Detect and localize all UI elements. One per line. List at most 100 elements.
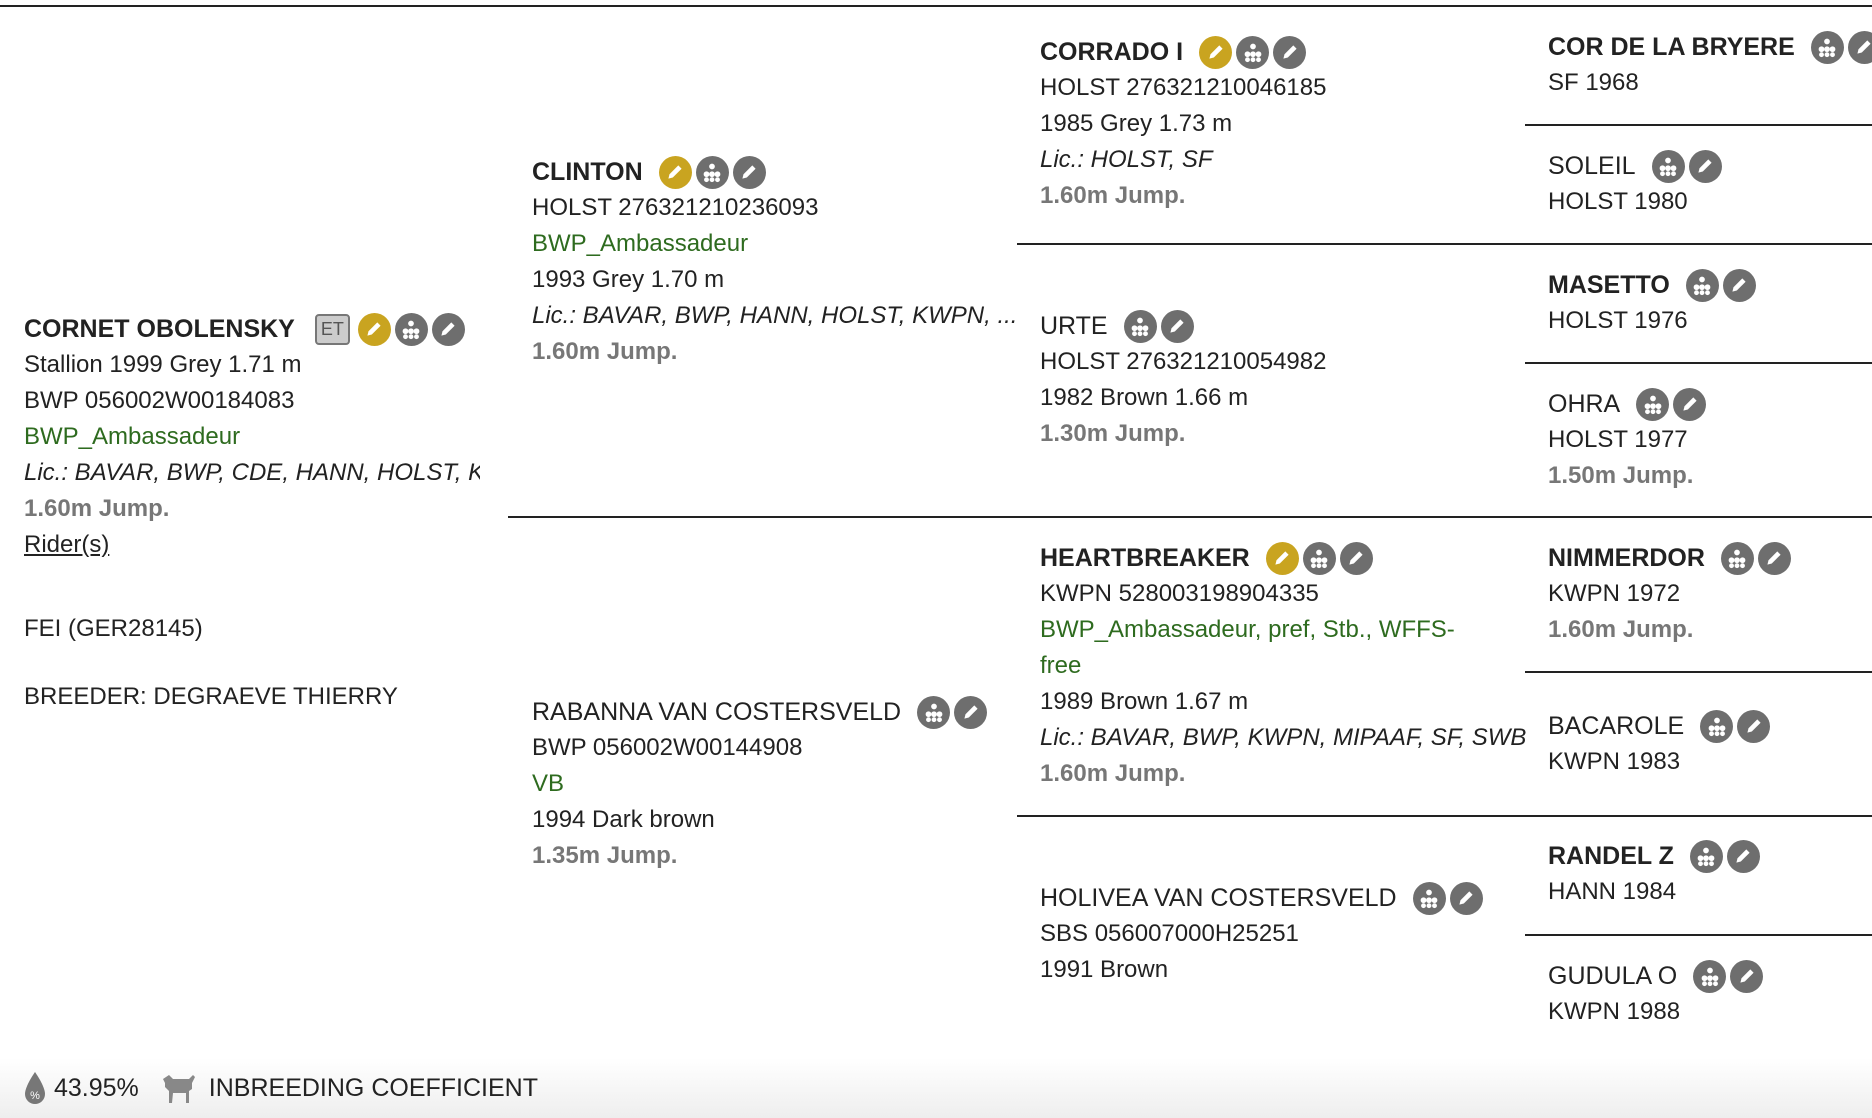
dd-name[interactable]: HOLIVEA VAN COSTERSVELD bbox=[1040, 884, 1397, 912]
pedigree-tree-icon[interactable] bbox=[1236, 35, 1270, 69]
sire-jump: 1.60m Jump. bbox=[532, 338, 678, 365]
divider-dam-parents bbox=[1017, 815, 1872, 817]
sire-registration: HOLST 276321210236093 bbox=[532, 194, 819, 221]
pedigree-tree-icon[interactable] bbox=[394, 312, 428, 346]
ds-jump: 1.60m Jump. bbox=[1040, 760, 1186, 787]
divider-sire-dam bbox=[508, 516, 1872, 518]
divider-g3-3 bbox=[1525, 671, 1872, 673]
subject-registration: BWP 056002W00184083 bbox=[24, 387, 295, 414]
pencil-edit-icon[interactable] bbox=[1339, 541, 1373, 575]
sd-details: 1982 Brown 1.66 m bbox=[1040, 384, 1249, 411]
ss-licenses: Lic.: HOLST, SF bbox=[1040, 146, 1213, 173]
g3-1-name[interactable]: COR DE LA BRYERE bbox=[1548, 33, 1795, 61]
g3-ancestor-5: NIMMERDOR KWPN 1972 1.60m Jump. bbox=[1548, 540, 1868, 648]
dd-name-row: HOLIVEA VAN COSTERSVELD bbox=[1040, 880, 1510, 916]
ss-registration: HOLST 276321210046185 bbox=[1040, 74, 1327, 101]
pencil-edit-icon[interactable] bbox=[1726, 839, 1760, 873]
subject-details: Stallion 1999 Grey 1.71 m bbox=[24, 351, 302, 378]
g3-ancestor-6: BACAROLE KWPN 1983 bbox=[1548, 708, 1868, 780]
sire: CLINTON HOLST 276321210236093 BWP_Ambass… bbox=[532, 154, 1017, 370]
dam-name[interactable]: RABANNA VAN COSTERSVELD bbox=[532, 698, 902, 726]
pedigree-tree-icon[interactable] bbox=[1689, 839, 1723, 873]
pedigree-tree-icon[interactable] bbox=[1700, 709, 1734, 743]
et-badge: ET bbox=[314, 313, 350, 345]
dam-registration: BWP 056002W00144908 bbox=[532, 734, 803, 761]
top-border bbox=[0, 5, 1872, 7]
breeder: BREEDER: DEGRAEVE THIERRY bbox=[24, 683, 398, 710]
dam-jump: 1.35m Jump. bbox=[532, 842, 678, 869]
g3-ancestor-1: COR DE LA BRYERE SF 1968 bbox=[1548, 29, 1872, 101]
pedigree-tree-icon[interactable] bbox=[917, 695, 951, 729]
g3-4-name[interactable]: OHRA bbox=[1548, 390, 1621, 418]
g3-ancestor-8: GUDULA O KWPN 1988 bbox=[1548, 958, 1868, 1030]
pencil-edit-icon[interactable] bbox=[1688, 149, 1722, 183]
sd-jump: 1.30m Jump. bbox=[1040, 420, 1186, 447]
g3-4-info: HOLST 1977 bbox=[1548, 426, 1688, 453]
pencil-edit-icon[interactable] bbox=[1449, 881, 1483, 915]
dam-dam: HOLIVEA VAN COSTERSVELD SBS 056007000H25… bbox=[1040, 880, 1510, 988]
pedigree-tree-icon[interactable] bbox=[1302, 541, 1336, 575]
pedigree-tree-icon[interactable] bbox=[1636, 387, 1670, 421]
g3-2-name[interactable]: SOLEIL bbox=[1548, 152, 1636, 180]
pencil-edit-icon[interactable] bbox=[1273, 35, 1307, 69]
ss-name[interactable]: CORRADO I bbox=[1040, 38, 1184, 66]
ds-licenses: Lic.: BAVAR, BWP, KWPN, MIPAAF, SF, SWB bbox=[1040, 724, 1527, 751]
pencil-edit-icon[interactable] bbox=[431, 312, 465, 346]
pedigree-tree-icon[interactable] bbox=[1651, 149, 1685, 183]
subject-licenses: Lic.: BAVAR, BWP, CDE, HANN, HOLST, KWPN bbox=[24, 459, 480, 486]
g3-7-name[interactable]: RANDEL Z bbox=[1548, 842, 1674, 870]
sd-name-row: URTE bbox=[1040, 308, 1510, 344]
sire-name[interactable]: CLINTON bbox=[532, 158, 643, 186]
g3-ancestor-7: RANDEL Z HANN 1984 bbox=[1548, 838, 1868, 910]
divider-sire-parents bbox=[1017, 243, 1872, 245]
pencil-edit-icon[interactable] bbox=[732, 155, 766, 189]
g3-5-info: KWPN 1972 bbox=[1548, 580, 1681, 607]
sire-approval: BWP_Ambassadeur bbox=[532, 230, 749, 257]
g3-1-info: SF 1968 bbox=[1548, 69, 1639, 96]
divider-g3-1 bbox=[1525, 124, 1872, 126]
pedigree-tree-icon[interactable] bbox=[1685, 268, 1719, 302]
pedigree-tree-icon[interactable] bbox=[1412, 881, 1446, 915]
sd-registration: HOLST 276321210054982 bbox=[1040, 348, 1327, 375]
pencil-edit-icon[interactable] bbox=[1730, 959, 1764, 993]
pencil-edit-icon[interactable] bbox=[1757, 541, 1791, 575]
svg-text:%: % bbox=[30, 1090, 40, 1102]
pencil-edit-icon[interactable] bbox=[1722, 268, 1756, 302]
pedigree-tree-icon[interactable] bbox=[1123, 309, 1157, 343]
gold-pencil-icon[interactable] bbox=[1265, 541, 1299, 575]
gold-pencil-icon[interactable] bbox=[658, 155, 692, 189]
g3-5-name[interactable]: NIMMERDOR bbox=[1548, 544, 1705, 572]
inbreeding-percent: 43.95% bbox=[54, 1073, 139, 1102]
pedigree-tree-icon[interactable] bbox=[1693, 959, 1727, 993]
pencil-edit-icon[interactable] bbox=[954, 695, 988, 729]
ss-jump: 1.60m Jump. bbox=[1040, 182, 1186, 209]
riders-link[interactable]: Rider(s) bbox=[24, 531, 110, 558]
g3-ancestor-3: MASETTO HOLST 1976 bbox=[1548, 267, 1868, 339]
ds-details: 1989 Brown 1.67 m bbox=[1040, 688, 1249, 715]
pencil-edit-icon[interactable] bbox=[1737, 709, 1771, 743]
gold-pencil-icon[interactable] bbox=[357, 312, 391, 346]
pedigree-tree-icon[interactable] bbox=[1810, 30, 1844, 64]
g3-8-name[interactable]: GUDULA O bbox=[1548, 962, 1678, 990]
percent-drop-icon: % bbox=[25, 1072, 45, 1104]
g3-5-jump: 1.60m Jump. bbox=[1548, 616, 1694, 643]
dam-details: 1994 Dark brown bbox=[532, 806, 715, 833]
g3-6-name[interactable]: BACAROLE bbox=[1548, 712, 1685, 740]
gold-pencil-icon[interactable] bbox=[1199, 35, 1233, 69]
ds-approval-line1: BWP_Ambassadeur, pref, Stb., WFFS- bbox=[1040, 616, 1455, 643]
pencil-edit-icon[interactable] bbox=[1160, 309, 1194, 343]
pencil-edit-icon[interactable] bbox=[1673, 387, 1707, 421]
g3-4-jump: 1.50m Jump. bbox=[1548, 462, 1694, 489]
pencil-edit-icon[interactable] bbox=[1847, 30, 1872, 64]
g3-3-name[interactable]: MASETTO bbox=[1548, 271, 1670, 299]
ds-registration: KWPN 528003198904335 bbox=[1040, 580, 1319, 607]
subject-name[interactable]: CORNET OBOLENSKY bbox=[24, 315, 295, 343]
sire-dam: URTE HOLST 276321210054982 1982 Brown 1.… bbox=[1040, 308, 1510, 452]
ds-name[interactable]: HEARTBREAKER bbox=[1040, 544, 1250, 572]
ds-name-row: HEARTBREAKER bbox=[1040, 540, 1510, 576]
dd-details: 1991 Brown bbox=[1040, 956, 1169, 983]
pedigree-tree-icon[interactable] bbox=[1720, 541, 1754, 575]
subject-approval: BWP_Ambassadeur bbox=[24, 423, 241, 450]
sd-name[interactable]: URTE bbox=[1040, 312, 1108, 340]
pedigree-tree-icon[interactable] bbox=[695, 155, 729, 189]
